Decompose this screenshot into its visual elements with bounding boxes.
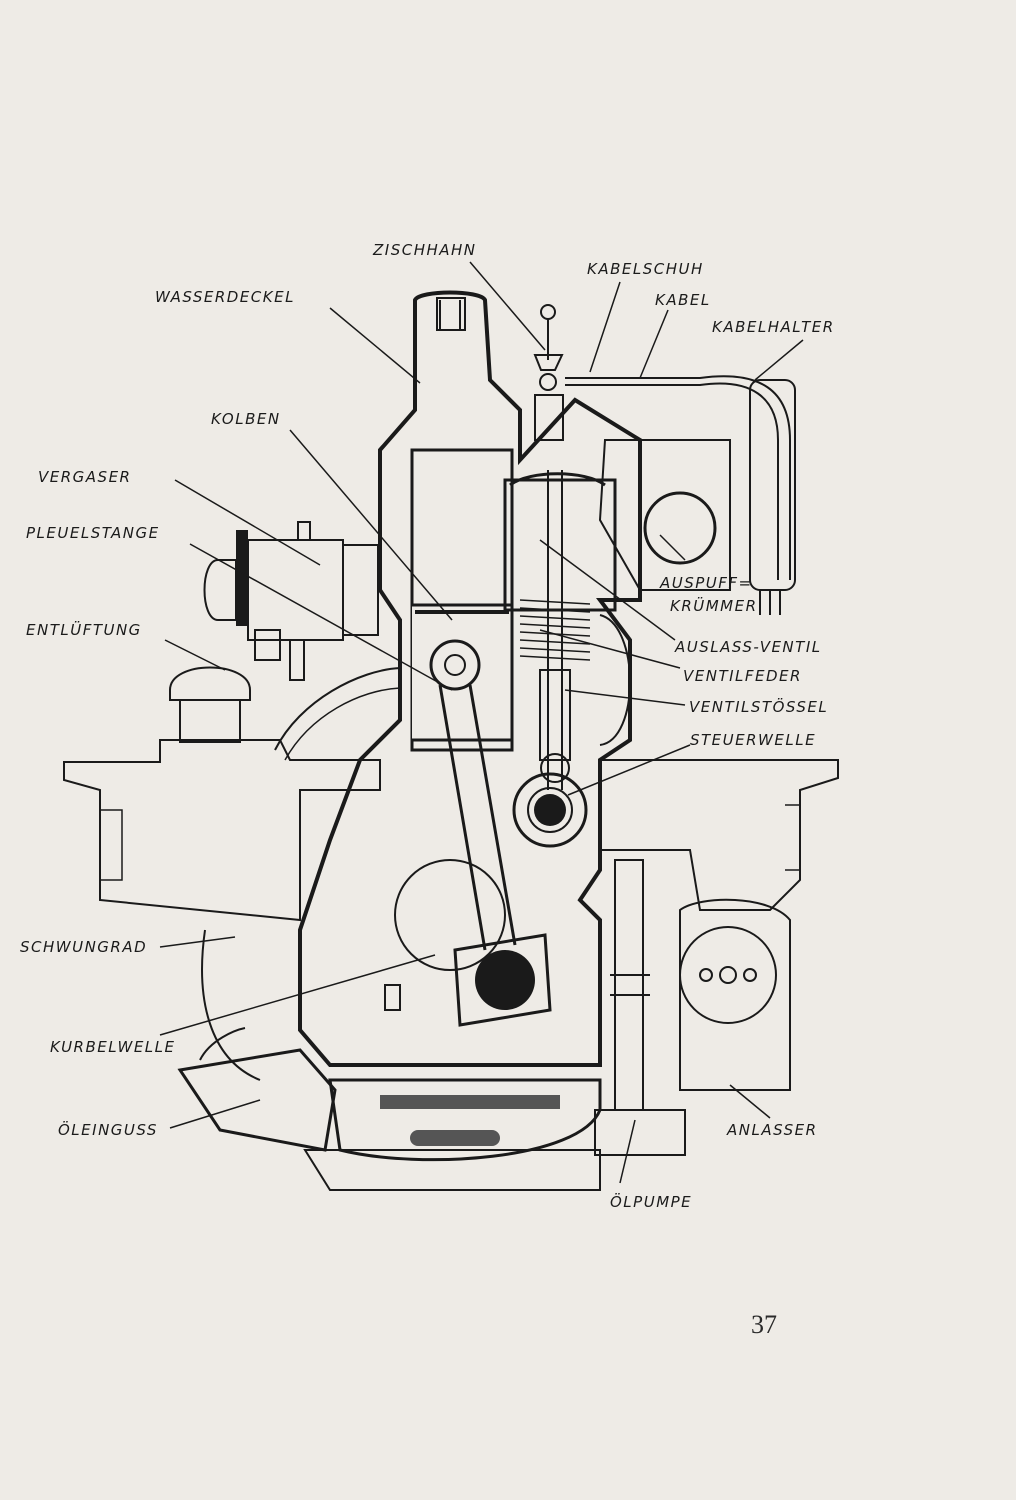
label-entlueftung: ENTLÜFTUNG	[26, 621, 142, 639]
big-end	[453, 933, 552, 1027]
valve-cover	[599, 614, 631, 746]
label-ventilfeder: VENTILFEDER	[683, 667, 802, 685]
cable-holder	[749, 379, 796, 591]
label-steuerwelle: STEUERWELLE	[690, 731, 817, 749]
water-cap	[439, 300, 461, 330]
label-auslass-ventil: AUSLASS-VENTIL	[675, 638, 822, 656]
leader-lines	[159, 261, 804, 1184]
cylinder-block	[298, 290, 642, 1067]
oil-pipe	[614, 859, 644, 1111]
crankshaft-circle	[394, 859, 506, 971]
ignition-cable	[565, 375, 791, 580]
label-anlasser: ANLASSER	[727, 1121, 818, 1139]
label-kurbelwelle: KURBELWELLE	[50, 1038, 176, 1056]
label-ventilstoessel: VENTILSTÖSSEL	[689, 698, 829, 716]
petcock	[533, 304, 564, 441]
exhaust-manifold	[598, 439, 731, 591]
breather	[169, 666, 251, 701]
starter-motor	[679, 898, 791, 1091]
exhaust-pipe	[643, 491, 717, 565]
label-auspuff: AUSPUFF=	[660, 574, 753, 592]
label-vergaser: VERGASER	[38, 468, 132, 486]
carburettor	[203, 559, 237, 621]
crankcase-flange-left	[63, 739, 381, 922]
exhaust-valve-stem	[547, 470, 563, 790]
page-number: 37	[751, 1310, 777, 1339]
gudgeon-pin	[429, 639, 481, 691]
oil-sump	[328, 1078, 602, 1162]
cylinder-bore	[410, 448, 514, 752]
label-kolben: KOLBEN	[211, 410, 281, 428]
label-oelpumpe: ÖLPUMPE	[610, 1193, 693, 1211]
camshaft	[512, 772, 588, 848]
label-oeleinguss: ÖLEINGUSS	[58, 1121, 158, 1139]
label-kabel: KABEL	[655, 291, 711, 309]
label-kruemmer: KRÜMMER	[670, 597, 758, 615]
connecting-rod	[438, 684, 517, 951]
tappet	[539, 669, 571, 761]
label-schwungrad: SCHWUNGRAD	[20, 938, 148, 956]
label-pleuelstange: PLEUELSTANGE	[26, 524, 160, 542]
crankcase-flange-right	[599, 759, 839, 911]
valve-chamber	[503, 478, 617, 612]
label-kabelschuh: KABELSCHUH	[587, 260, 704, 278]
label-wasserdeckel: WASSERDECKEL	[155, 288, 295, 306]
label-zischhahn: ZISCHHAHN	[373, 241, 477, 259]
oil-pump	[594, 1109, 686, 1156]
flywheel-outline	[201, 929, 261, 1081]
label-kabelhalter: KABELHALTER	[712, 318, 835, 336]
oil-filler	[177, 1048, 337, 1152]
